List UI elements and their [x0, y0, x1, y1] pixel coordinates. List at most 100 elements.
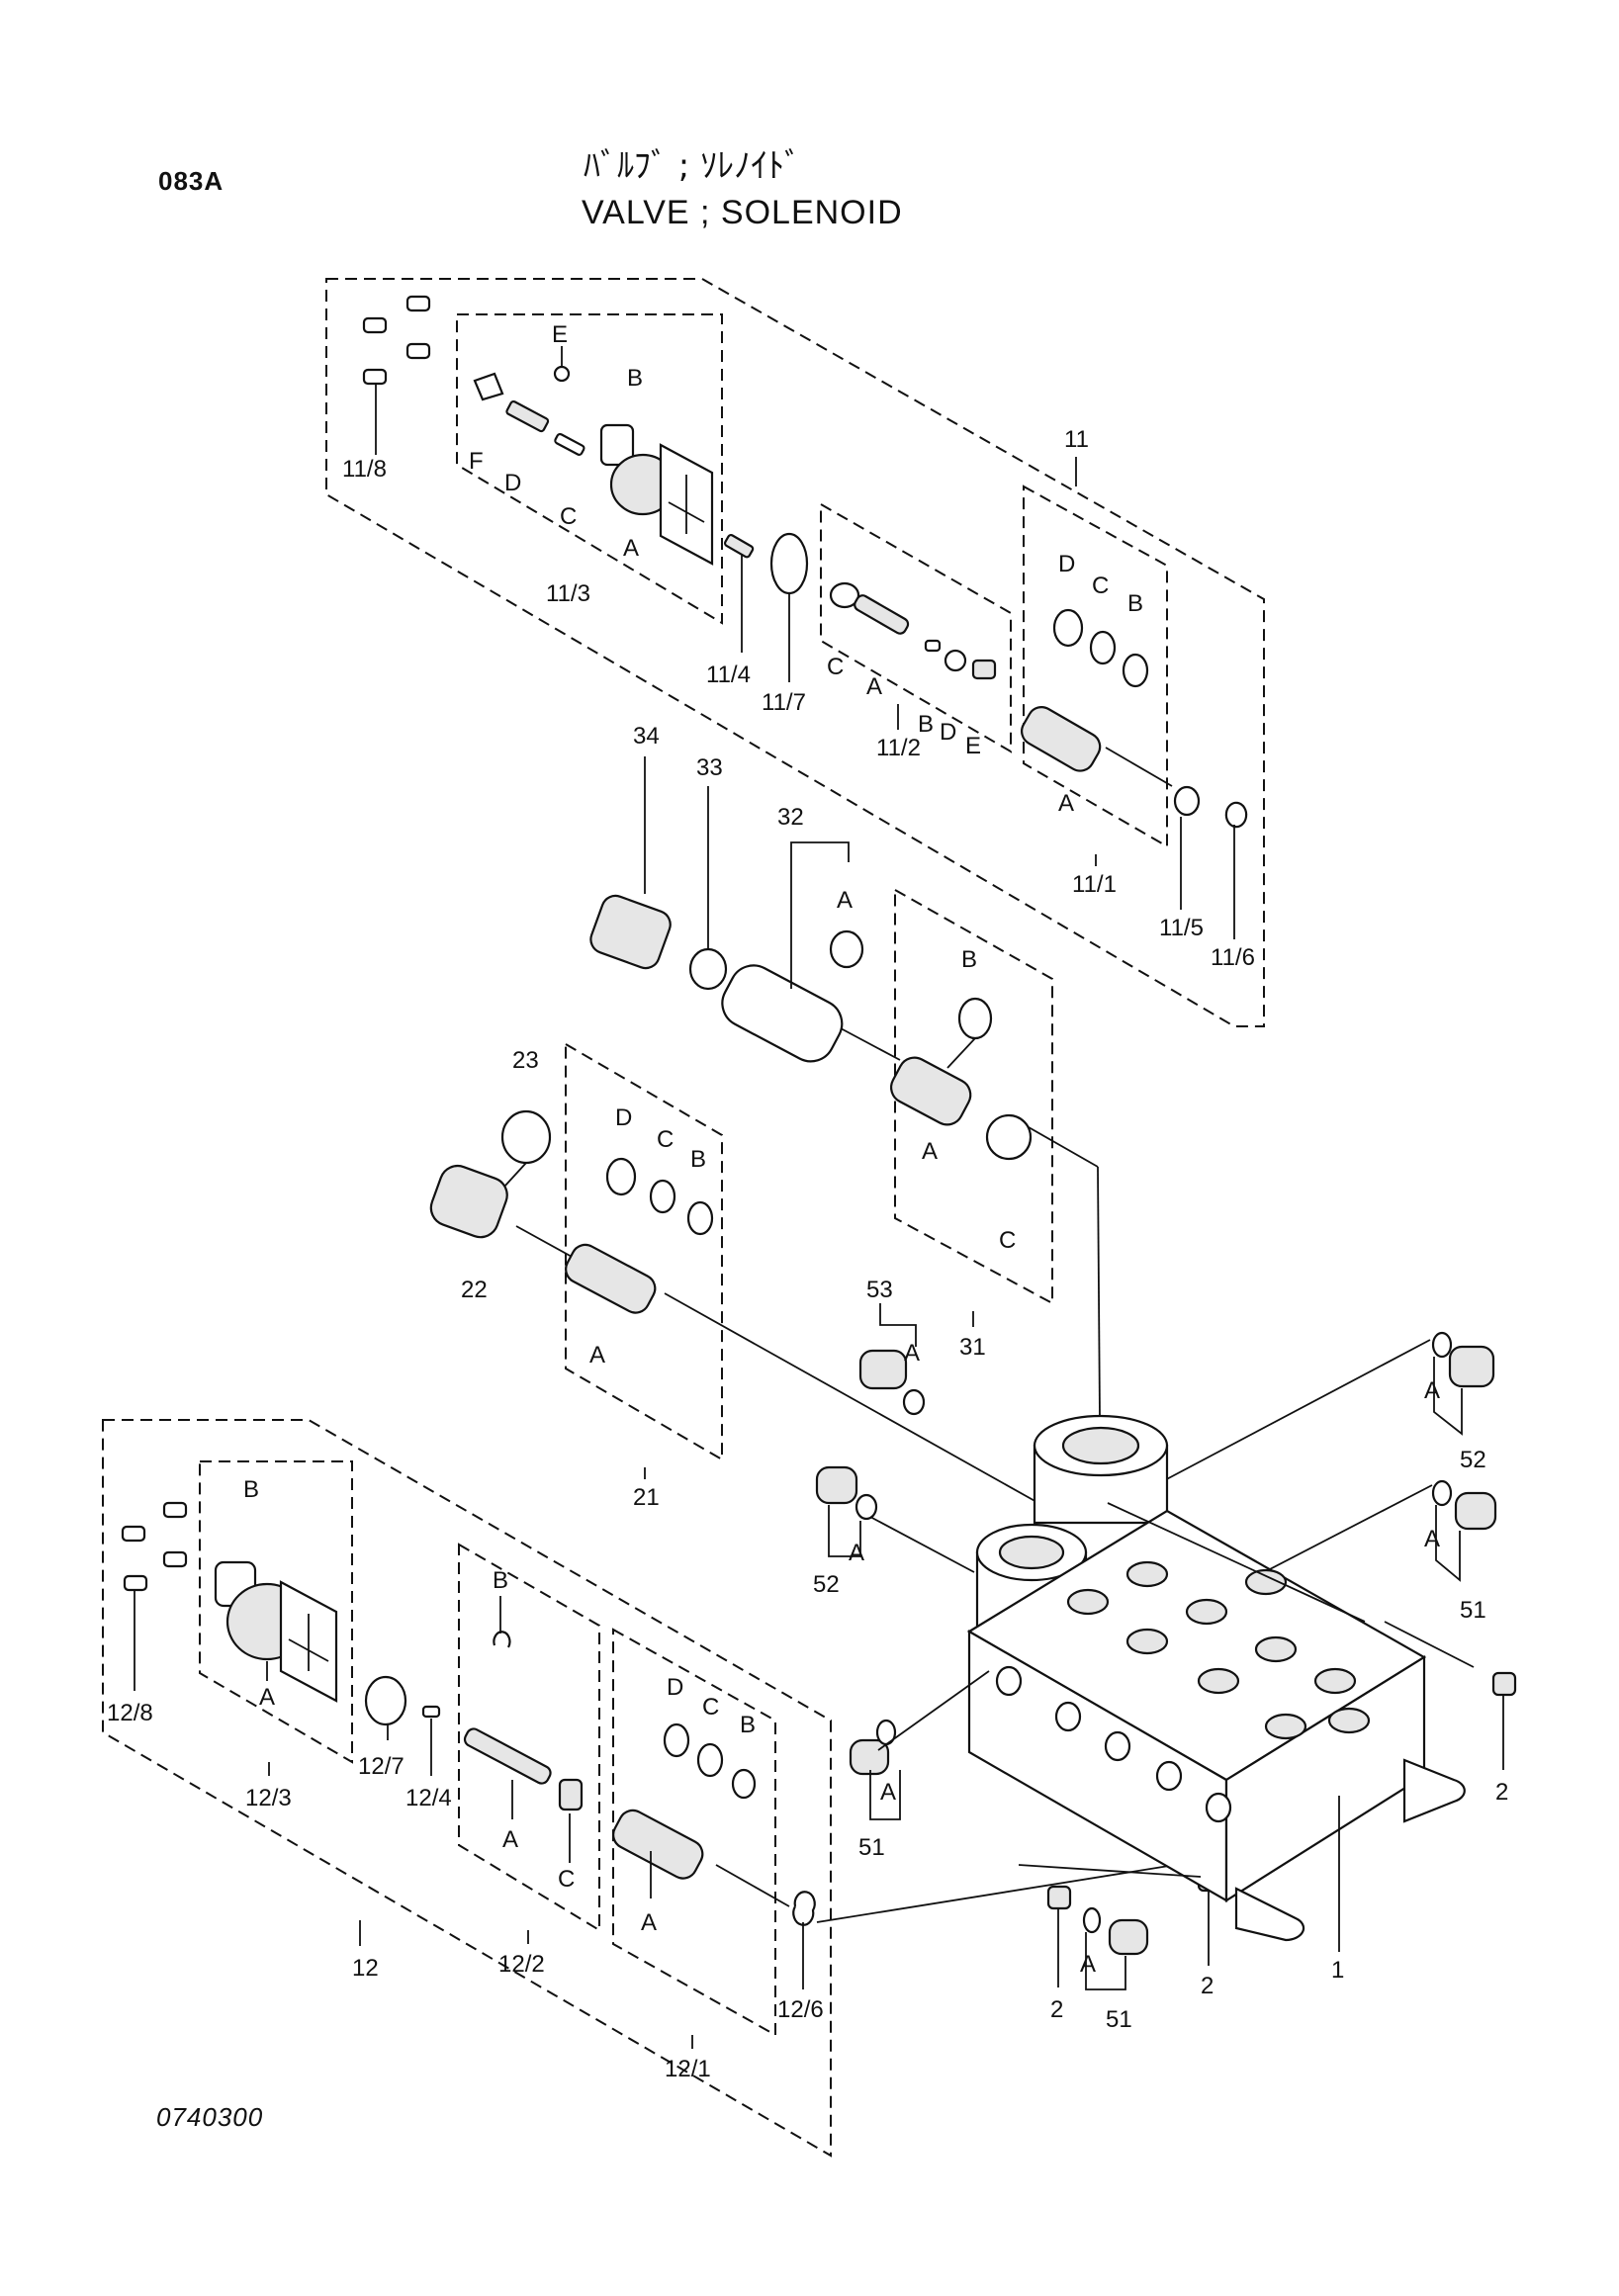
- callout-23: 23: [512, 1047, 539, 1074]
- letter-11-2-d: D: [940, 719, 956, 746]
- plug-51-bottom: [1108, 1918, 1149, 1956]
- callout-12-7: 12/7: [358, 1753, 405, 1780]
- callout-34: 34: [633, 723, 660, 750]
- drawing-number: 0740300: [156, 2102, 264, 2132]
- plug-2-right: [1491, 1671, 1517, 1697]
- callout-11-5: 11/5: [1159, 915, 1204, 941]
- page-code: 083A: [158, 166, 225, 196]
- group-11-2-boundary: [820, 502, 1012, 753]
- callout-11-4: 11/4: [706, 662, 751, 688]
- bolts-11-8: [362, 295, 431, 455]
- letter-11-3-d: D: [504, 470, 521, 496]
- callout-11: 11: [1064, 426, 1089, 453]
- callout-12-2: 12/2: [498, 1951, 545, 1978]
- solenoid-11-3: [473, 346, 714, 566]
- letter-21-c: C: [657, 1126, 674, 1153]
- letter-11-1-d: D: [1058, 551, 1075, 577]
- letter-21-d: D: [615, 1104, 632, 1131]
- letter-11-3-e: E: [552, 321, 568, 348]
- callout-11-1: 11/1: [1072, 871, 1117, 898]
- callout-53: 53: [866, 1277, 893, 1303]
- sleeve-32: [721, 841, 850, 1063]
- letter-31-c: C: [999, 1227, 1016, 1254]
- callout-12-3: 12/3: [245, 1785, 292, 1811]
- letter-12-3-b: B: [243, 1476, 259, 1503]
- oring-11-5: [1173, 785, 1201, 817]
- title-japanese: ﾊﾞﾙﾌﾞ ; ｿﾚﾉｲﾄﾞ: [584, 146, 802, 186]
- callout-12: 12: [352, 1955, 379, 1982]
- oring-33: [688, 947, 728, 991]
- oring-32-a: [829, 929, 864, 969]
- callout-11-6: 11/6: [1211, 944, 1255, 971]
- spool-31: [890, 997, 1101, 1419]
- letter-11-2-a: A: [866, 673, 882, 700]
- letter-11-1-a: A: [1058, 790, 1074, 817]
- callout-2-right: 2: [1495, 1779, 1508, 1806]
- callout-2-bottom-left: 2: [1050, 1996, 1063, 2023]
- callout-33: 33: [696, 754, 723, 781]
- ring-12-6: [792, 1891, 816, 1926]
- callout-32: 32: [777, 804, 804, 831]
- letter-12-1-d: D: [667, 1674, 683, 1701]
- letter-12-2-a: A: [502, 1826, 518, 1853]
- group-11-3-boundary: [456, 313, 723, 625]
- spool-21: [565, 1157, 1039, 1504]
- letter-12-3-a: A: [259, 1684, 275, 1711]
- spool-12-2: [463, 1596, 584, 1944]
- plug-51-left: [849, 1738, 890, 1776]
- plug-53: [858, 1349, 908, 1390]
- callout-2-bottom-right: 2: [1201, 1973, 1214, 1999]
- letter-51-bottom-a: A: [1080, 1951, 1096, 1978]
- letter-11-2-c: C: [827, 654, 844, 680]
- callout-12-1: 12/1: [665, 2056, 711, 2082]
- group-21-boundary: [565, 1042, 723, 1461]
- plug-52-left: [815, 1465, 858, 1505]
- spool-11-2: [829, 581, 997, 730]
- bolts-12-8: [121, 1501, 188, 1691]
- letter-52-left-a: A: [849, 1540, 864, 1566]
- letter-11-3-c: C: [560, 503, 577, 530]
- valve-sleeve-11-1: [1021, 608, 1173, 866]
- letter-21-b: B: [690, 1146, 706, 1173]
- letter-11-2-b: B: [918, 711, 934, 738]
- callout-12-8: 12/8: [107, 1700, 153, 1726]
- letter-31-a: A: [922, 1138, 938, 1165]
- callout-51-left: 51: [858, 1834, 885, 1861]
- letter-11-3-b: B: [627, 365, 643, 392]
- letter-32-a: A: [837, 887, 853, 914]
- ring-11-6: [1224, 801, 1248, 829]
- group-11-1-boundary: [1023, 485, 1168, 848]
- callout-22: 22: [461, 1277, 488, 1303]
- callout-1: 1: [1331, 1957, 1344, 1984]
- plug-51-right: [1454, 1491, 1497, 1531]
- callout-12-4: 12/4: [405, 1785, 452, 1811]
- plug-2-bottom-left: [1046, 1885, 1072, 1910]
- letter-31-b: B: [961, 946, 977, 973]
- group-31-boundary: [894, 888, 1053, 1305]
- callout-51-bottom: 51: [1106, 2006, 1132, 2033]
- valve-body-ports: [995, 1560, 1371, 1823]
- plug-34: [589, 756, 672, 970]
- callout-11-2: 11/2: [876, 735, 921, 761]
- callout-52-right: 52: [1460, 1447, 1486, 1473]
- callout-21: 21: [633, 1484, 660, 1511]
- letter-11-1-b: B: [1127, 590, 1143, 617]
- callout-11-8: 11/8: [342, 456, 387, 483]
- group-12-boundary: [102, 1419, 832, 2158]
- group-11-boundary: [325, 278, 1265, 1027]
- letter-12-2-b: B: [493, 1567, 508, 1594]
- callout-12-6: 12/6: [777, 1996, 824, 2023]
- letter-51-left-a: A: [880, 1779, 896, 1806]
- callout-11-3: 11/3: [546, 580, 590, 607]
- letter-51-right-a: A: [1424, 1526, 1440, 1552]
- callout-51-right: 51: [1460, 1597, 1486, 1624]
- letter-11-2-e: E: [965, 733, 981, 759]
- letter-12-1-c: C: [702, 1694, 719, 1721]
- letter-12-1-a: A: [641, 1909, 657, 1936]
- plug-52-right: [1448, 1345, 1495, 1388]
- plug-22: [429, 1164, 508, 1239]
- callout-11-7: 11/7: [762, 689, 806, 716]
- pin-12-4: [421, 1705, 441, 1719]
- oring-12-7: [364, 1675, 407, 1726]
